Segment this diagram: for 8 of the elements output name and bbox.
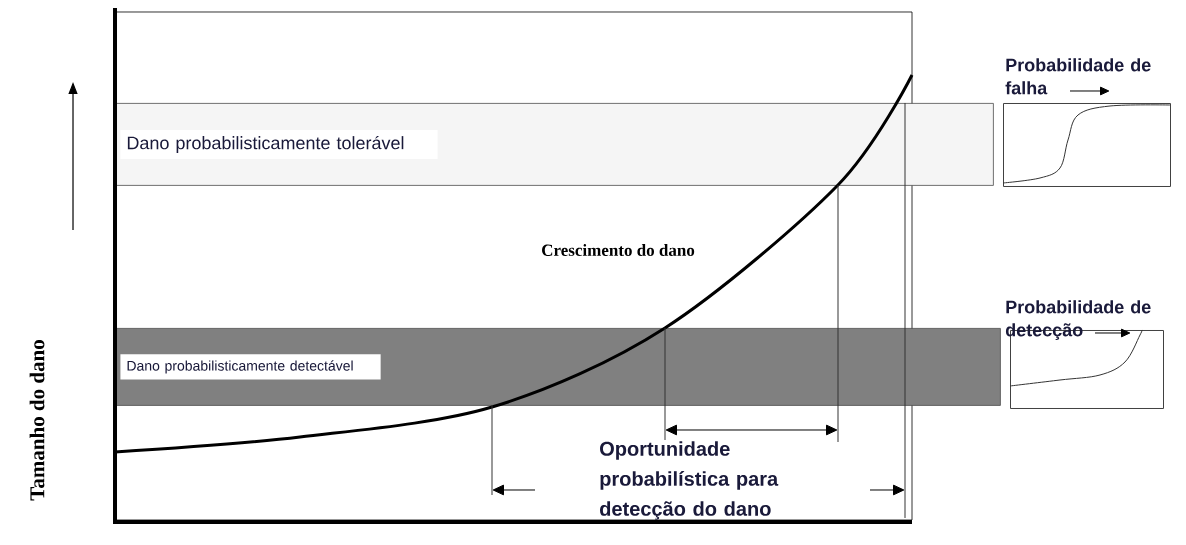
detectable-damage-band: Dano probabilisticamente detectável [115,328,1001,406]
axis-label: Tamanho do dano [29,340,45,501]
probability-curve-graph: Probabilidade de falha [1002,58,1171,187]
dimension-label: Oportunidade probabilística para detecção do dano [600,441,779,520]
node-label: Probabilidade de falha [1005,58,1151,95]
node-label: Probabilidade de [1006,300,1151,314]
tolerable-damage-band: Dano probabilisticamente tolerável [115,103,994,186]
curve-label: Crescimento do dano [542,244,695,256]
